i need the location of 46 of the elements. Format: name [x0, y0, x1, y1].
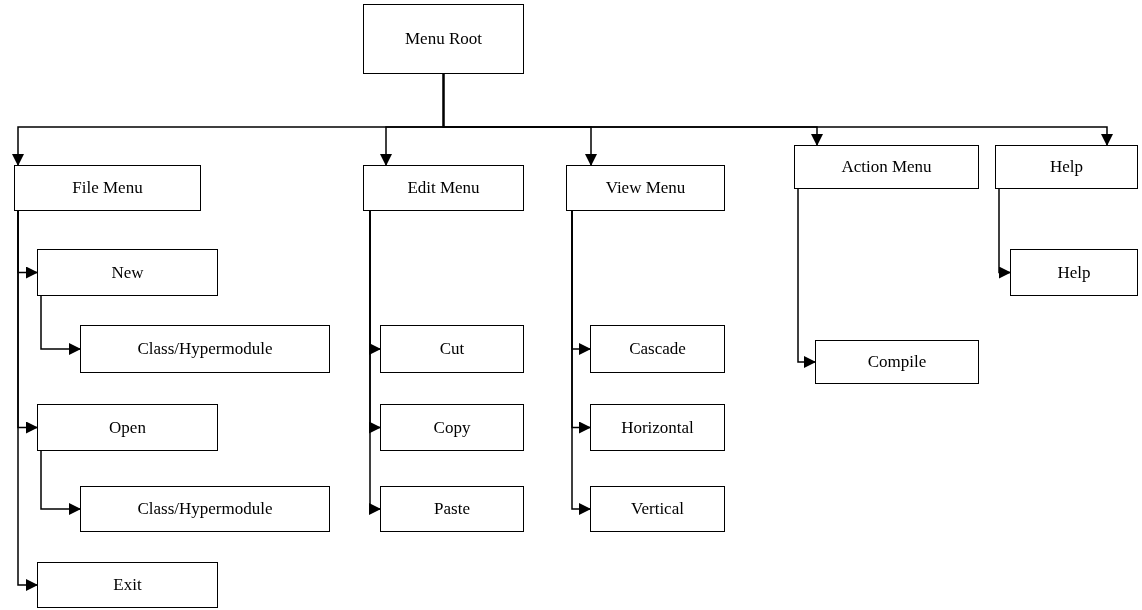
menu-label: Help [1049, 157, 1083, 177]
connector-arrow [369, 210, 381, 515]
menu-box [1010, 249, 1138, 296]
menu-label: Action Menu [841, 157, 932, 177]
connector-arrow [40, 450, 81, 515]
connector-arrow [17, 210, 38, 591]
menu-box [14, 165, 201, 211]
menu-label: View Menu [605, 178, 686, 198]
connector-arrow [40, 295, 81, 355]
menu-label: Menu Root [405, 29, 482, 49]
menu-label: New [111, 262, 144, 283]
menu-box [590, 404, 725, 451]
menu-box [380, 486, 524, 532]
menu-label: Class/Hypermodule [137, 499, 273, 519]
menu-box [37, 404, 218, 451]
menu-label: Cascade [629, 339, 686, 359]
menu-box [590, 325, 725, 373]
connector-arrow [998, 188, 1011, 279]
menu-box [794, 145, 979, 189]
connector-arrow [442, 73, 1113, 146]
menu-label: Horizontal [621, 417, 694, 438]
connector-arrow [571, 210, 591, 515]
menu-label: Vertical [631, 499, 684, 519]
menu-box [80, 325, 330, 373]
menu-box [37, 562, 218, 608]
menu-label: Help [1057, 262, 1091, 283]
menu-box [80, 486, 330, 532]
menu-box [380, 325, 524, 373]
menu-box [37, 249, 218, 296]
menu-label: Class/Hypermodule [137, 339, 273, 359]
menu-box [363, 165, 524, 211]
menu-box [566, 165, 725, 211]
connector-arrow [797, 188, 816, 368]
menu-label: Paste [434, 499, 470, 519]
menu-box [590, 486, 725, 532]
menu-label: Compile [867, 352, 927, 372]
menu-label: Exit [113, 575, 142, 595]
menu-label: Cut [439, 339, 465, 359]
menu-label: Edit Menu [407, 178, 480, 198]
menu-box [815, 340, 979, 384]
menu-label: File Menu [72, 178, 143, 198]
menu-label: Copy [433, 417, 471, 438]
menu-label: Open [109, 417, 146, 438]
menu-box [363, 4, 524, 74]
menu-box [995, 145, 1138, 189]
menu-box [380, 404, 524, 451]
